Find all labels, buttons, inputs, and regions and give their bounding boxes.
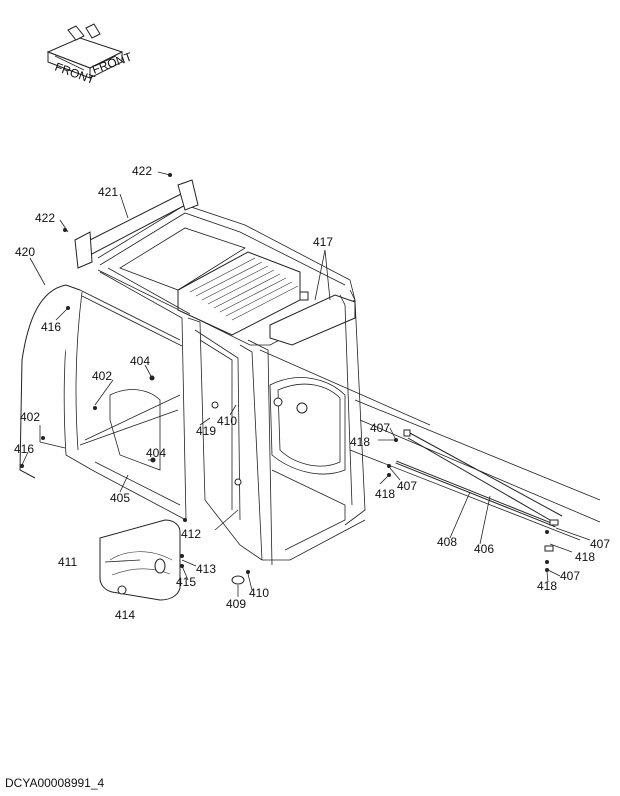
callout-labels: 422 421 422 420 416 417 404 402 402 419 … bbox=[14, 164, 610, 622]
callout-416: 416 bbox=[14, 442, 34, 456]
callout-415: 415 bbox=[176, 575, 196, 589]
callout-407: 407 bbox=[370, 421, 390, 435]
callout-418: 418 bbox=[537, 579, 557, 593]
callout-408: 408 bbox=[437, 535, 457, 549]
bracket bbox=[109, 389, 161, 471]
cab-frame bbox=[63, 204, 366, 566]
callout-410: 410 bbox=[217, 414, 237, 428]
callout-419: 419 bbox=[196, 424, 216, 438]
leader-lines bbox=[21, 171, 601, 597]
callout-418: 418 bbox=[575, 550, 595, 564]
callout-413: 413 bbox=[196, 562, 216, 576]
callout-405: 405 bbox=[110, 491, 130, 505]
callout-422: 422 bbox=[35, 211, 55, 225]
callout-406: 406 bbox=[474, 542, 494, 556]
callout-416: 416 bbox=[41, 320, 61, 334]
callout-404: 404 bbox=[146, 446, 166, 460]
callout-402: 402 bbox=[20, 410, 40, 424]
callout-421: 421 bbox=[98, 185, 118, 199]
callout-418: 418 bbox=[375, 487, 395, 501]
callout-410: 410 bbox=[249, 586, 269, 600]
callout-402: 402 bbox=[92, 369, 112, 383]
drawing-code: DCYA00008991_4 bbox=[5, 776, 105, 790]
front-orientation-icon: FRONT FRONT bbox=[46, 23, 134, 87]
roof-rail bbox=[74, 179, 199, 269]
callout-407: 407 bbox=[397, 479, 417, 493]
callout-412: 412 bbox=[181, 527, 201, 541]
stay-rods bbox=[387, 429, 563, 572]
callout-404: 404 bbox=[130, 354, 150, 368]
callout-422: 422 bbox=[132, 164, 152, 178]
callout-414: 414 bbox=[115, 608, 135, 622]
callout-409: 409 bbox=[226, 597, 246, 611]
callout-411: 411 bbox=[58, 555, 77, 569]
callout-418: 418 bbox=[350, 435, 370, 449]
callout-407: 407 bbox=[590, 537, 610, 551]
callout-407: 407 bbox=[560, 569, 580, 583]
callout-417: 417 bbox=[313, 235, 333, 249]
callout-420: 420 bbox=[15, 245, 35, 259]
handrail bbox=[19, 284, 183, 479]
